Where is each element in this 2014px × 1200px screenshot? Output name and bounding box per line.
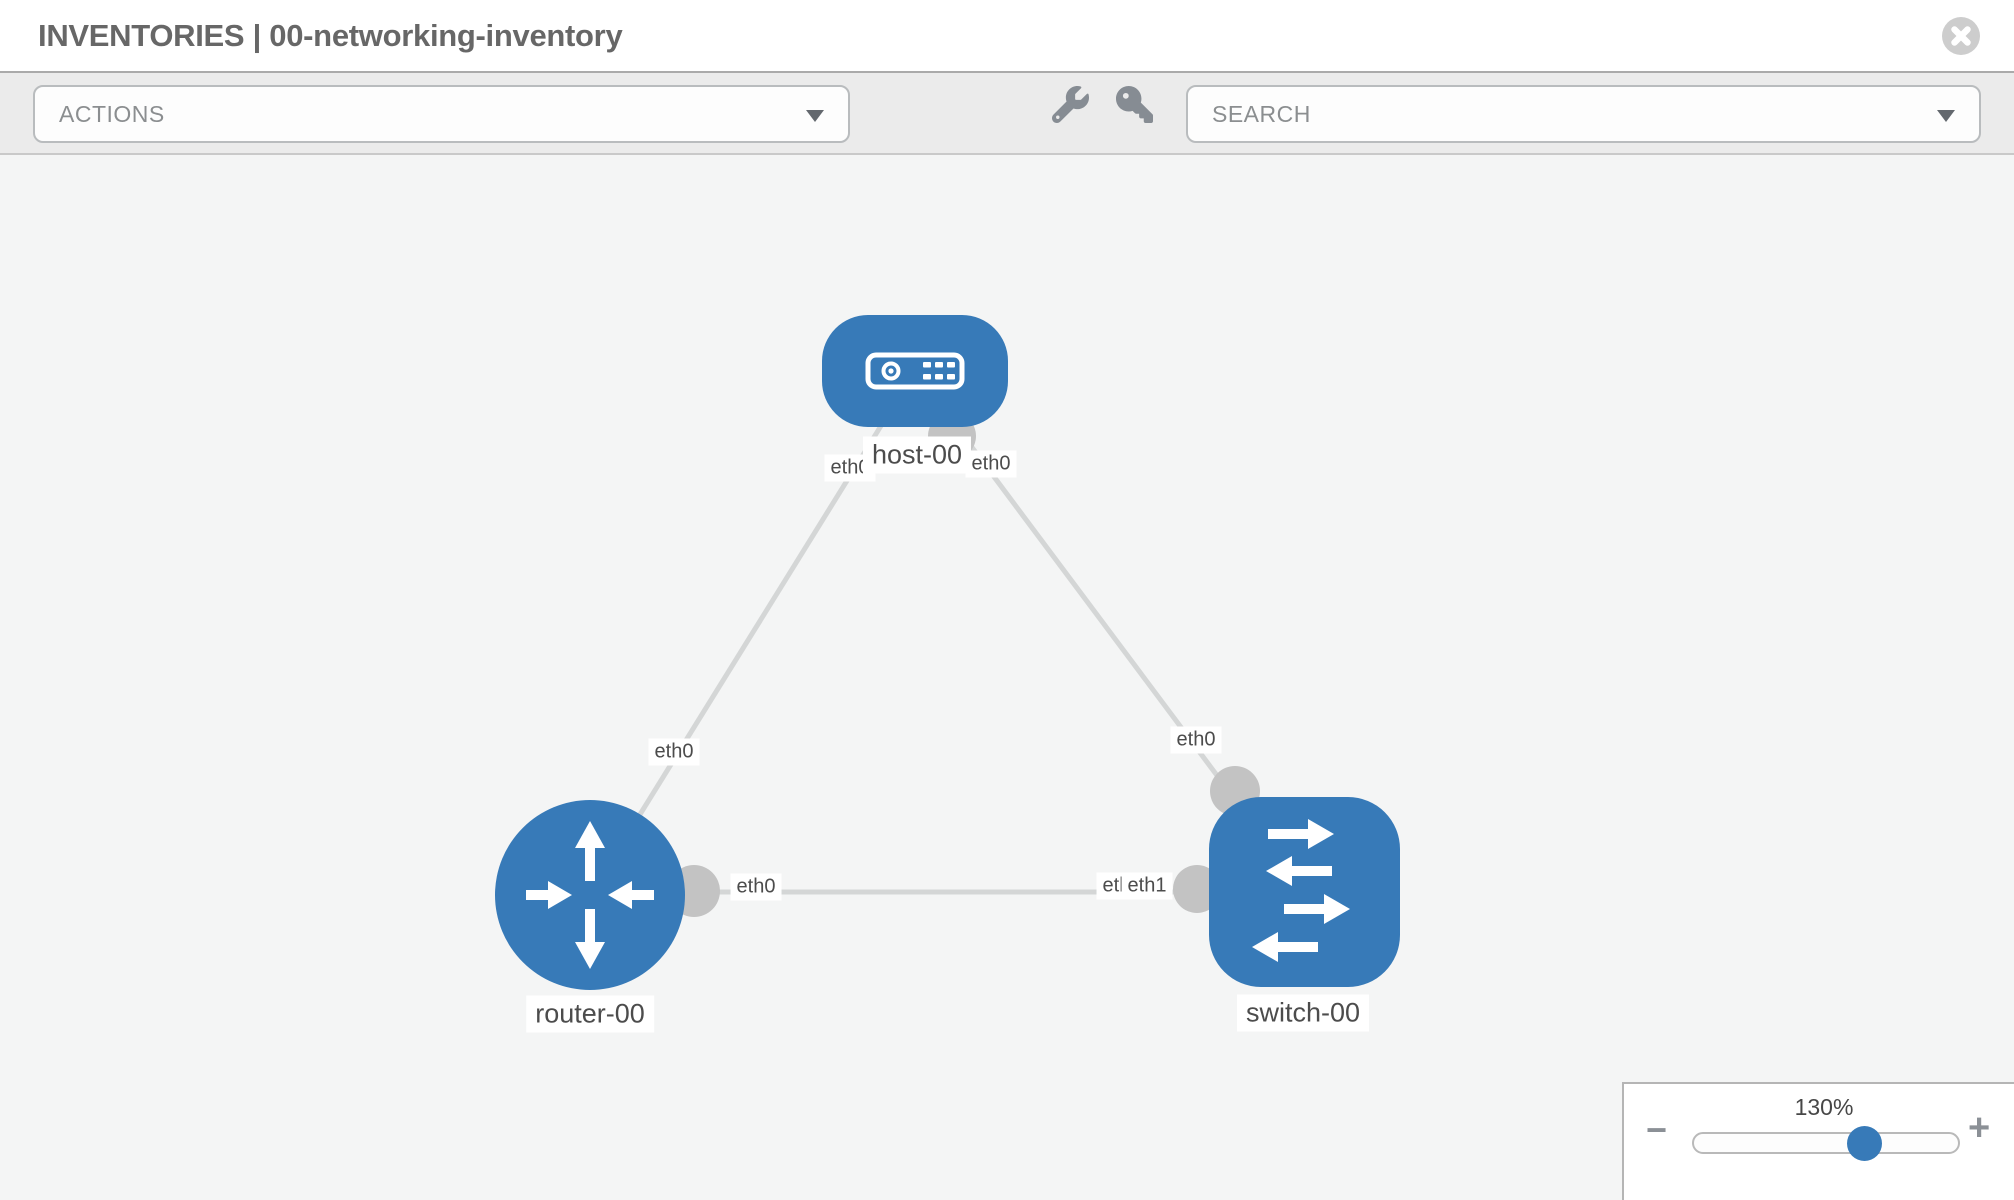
close-icon [1942,17,1980,55]
zoom-slider-thumb[interactable] [1847,1126,1882,1161]
wrench-icon [1052,86,1089,123]
eth-label: eth0 [648,738,700,766]
node-switch[interactable] [1209,797,1400,987]
eth-label: eth1 [1121,872,1173,900]
zoom-out-button[interactable]: − [1646,1109,1668,1150]
actions-dropdown-label: ACTIONS [59,101,165,127]
header-bar: INVENTORIES | 00-networking-inventory [0,0,2014,71]
key-icon [1116,86,1153,123]
node-label-switch: switch-00 [1236,994,1370,1032]
eth-label: eth0 [824,454,876,482]
eth-label: eth0 [730,873,782,901]
page-title: INVENTORIES | 00-networking-inventory [38,18,623,53]
node-label-router: router-00 [526,995,654,1033]
credentials-button[interactable] [1116,86,1154,124]
toolbar: ACTIONS SEARCH [0,71,2014,155]
interface-dots [668,412,1260,917]
zoom-in-button[interactable]: + [1968,1107,1991,1149]
zoom-level-value: 130% [1794,1094,1854,1120]
eth-label: eth0 [1170,726,1222,754]
host-icon [865,352,965,390]
search-dropdown-label: SEARCH [1212,101,1311,127]
zoom-slider-track[interactable] [1692,1132,1960,1154]
chevron-down-icon [806,110,824,122]
configure-button[interactable] [1052,86,1090,124]
node-router[interactable] [495,800,685,990]
actions-dropdown[interactable]: ACTIONS [33,85,850,143]
node-host[interactable] [822,315,1008,427]
router-icon [526,821,654,969]
chevron-down-icon [1937,110,1955,122]
eth-label: eth0 [965,450,1017,478]
switch-icon [1252,819,1350,962]
close-button[interactable] [1942,17,1980,55]
zoom-panel: 130% − + [1622,1082,2014,1200]
node-label-host: host-00 [862,436,972,474]
search-dropdown[interactable]: SEARCH [1186,85,1981,143]
